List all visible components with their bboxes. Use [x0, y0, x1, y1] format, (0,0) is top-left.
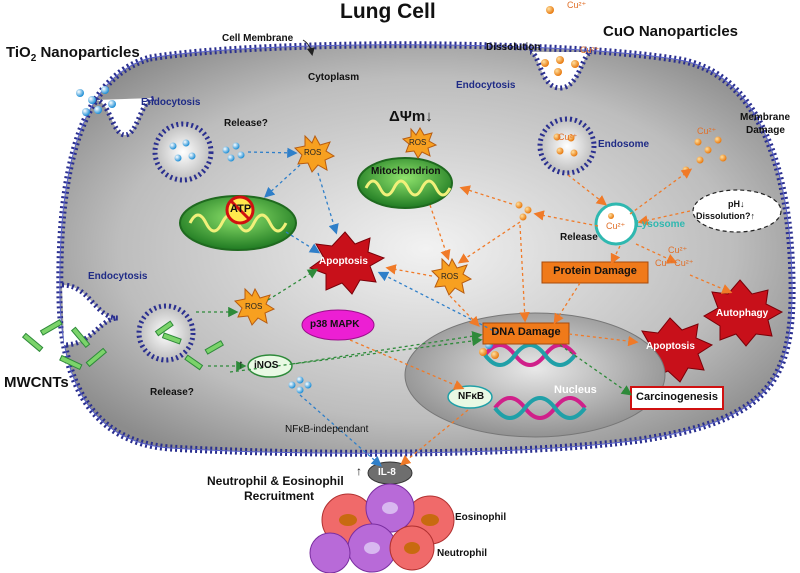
- cu-ion-label-2: Cu²⁺: [580, 45, 600, 55]
- delta-psi-label: ΔΨm↓: [389, 108, 433, 125]
- ph-dissolution-bubble: [692, 189, 782, 233]
- recruitment-label-1: Neutrophil & Eosinophil: [207, 474, 344, 488]
- membrane-pointer: [302, 39, 315, 56]
- endocytosis-label-mwcnt: Endocytosis: [88, 271, 148, 282]
- protein-damage-box: [541, 261, 649, 284]
- tio2-vesicle: [152, 121, 214, 183]
- tio2-inner-particles: [288, 376, 312, 394]
- nfkb-label: NFκB: [458, 391, 485, 402]
- diagram-title: Lung Cell: [340, 0, 436, 23]
- cytoplasm-label: Cytoplasm: [308, 72, 360, 83]
- mwcnts-title: MWCNTs: [4, 374, 69, 391]
- dna-helix-lower: [493, 396, 587, 420]
- nucleus-label: Nucleus: [554, 384, 597, 396]
- cell-membrane-label: Cell Membrane: [222, 33, 294, 44]
- dissolution-label: Dissolution: [486, 42, 541, 53]
- p38-mapk-label: p38 MAPK: [310, 319, 360, 330]
- release-question-mwcnt: Release?: [150, 387, 194, 398]
- endocytosis-label-cuo: Endocytosis: [456, 80, 516, 91]
- tio2-vesicle-particles: [169, 139, 196, 162]
- cuo-title: CuO Nanoparticles: [603, 23, 739, 40]
- protein-damage-label: Protein Damage: [553, 265, 637, 277]
- cuo-particles: [541, 6, 579, 76]
- recruitment-label-2: Recruitment: [244, 489, 315, 503]
- ros-label-mito: ROS: [409, 138, 427, 147]
- mwcnt-tubes: [21, 319, 224, 371]
- cell-membrane-line: [59, 44, 793, 454]
- dissolution-q-label: Dissolution?↑: [696, 211, 755, 221]
- tio2-particles: [76, 86, 116, 116]
- tio2-released-particles: [222, 142, 245, 162]
- ros-star-left: [233, 287, 276, 326]
- ros-star-mito: [401, 126, 438, 159]
- dna-damage-box: [482, 322, 570, 345]
- released-cuo-particles: [515, 201, 532, 221]
- il8-label: IL-8: [378, 467, 396, 478]
- carcinogenesis-box: [630, 386, 724, 410]
- dna-damage-label: DNA Damage: [491, 326, 561, 338]
- endocytosis-label-tio2: Endocytosis: [141, 97, 201, 108]
- cu-ion-label-4: Cu²⁺: [606, 221, 626, 231]
- cu-ion-label-1: Cu²⁺: [567, 0, 587, 10]
- release-question-tio2: Release?: [224, 118, 268, 129]
- cu-ion-label-5: Cu²⁺: [697, 126, 717, 136]
- cu-mixed-label: Cu¹⁺Cu²⁺: [655, 258, 694, 268]
- lysosome-label: Lysosome: [636, 219, 686, 230]
- ph-label: pH↓: [728, 199, 745, 209]
- nfkb-shape: [447, 385, 493, 409]
- membrane-damage-label-2: Damage: [746, 125, 785, 136]
- ros-label-left: ROS: [245, 302, 263, 311]
- endosome-shape: [537, 116, 597, 176]
- blue-arrows: [247, 147, 499, 467]
- inos-up-arrow: ↑: [238, 357, 244, 371]
- neutrophil-label: Neutrophil: [437, 548, 487, 559]
- tio2-title: TiO2 Nanoparticles: [6, 44, 140, 64]
- membrane-damage-label-1: Membrane: [740, 112, 791, 123]
- apoptosis-star-left: [308, 231, 386, 295]
- mwcnt-vesicle: [136, 303, 196, 363]
- atp-blocked-icon: [225, 195, 255, 225]
- ros-label-center: ROS: [441, 272, 459, 281]
- mitochondrion-label: Mitochondrion: [371, 166, 441, 177]
- immune-cells: [309, 483, 455, 573]
- release-label: Release: [560, 232, 598, 243]
- lysosome-shape: [594, 202, 638, 246]
- orange-arrows: [349, 168, 733, 466]
- endosome-label: Endosome: [598, 139, 650, 150]
- inos-shape: [247, 354, 293, 378]
- atp-label: ATP: [230, 203, 252, 215]
- ros-star-center: [430, 257, 473, 296]
- lysosome-particle: [608, 213, 614, 219]
- carcinogenesis-label: Carcinogenesis: [636, 391, 718, 403]
- il8-up-arrow: ↑: [356, 464, 362, 478]
- green-arrows: [196, 268, 633, 396]
- nfkb-independent-label: NFκB-independant: [285, 424, 369, 435]
- p38-mapk-shape: [301, 309, 375, 341]
- eosinophil-label: Eosinophil: [455, 512, 507, 523]
- autophagy-label: Autophagy: [716, 308, 769, 319]
- cu-ion-label-6: Cu²⁺: [668, 245, 688, 255]
- apoptosis-label-right: Apoptosis: [646, 341, 695, 352]
- membrane-damage-particles: [682, 136, 727, 174]
- cu-ion-label-3: Cu²⁺: [558, 132, 578, 142]
- endosome-particles: [553, 133, 578, 157]
- apoptosis-label-left: Apoptosis: [319, 256, 368, 267]
- inos-label: iNOS: [254, 360, 279, 371]
- ros-star-top: [293, 134, 336, 173]
- autophagy-star: [703, 279, 784, 347]
- mito-center-cristae: [364, 179, 452, 197]
- ros-label-top: ROS: [304, 148, 322, 157]
